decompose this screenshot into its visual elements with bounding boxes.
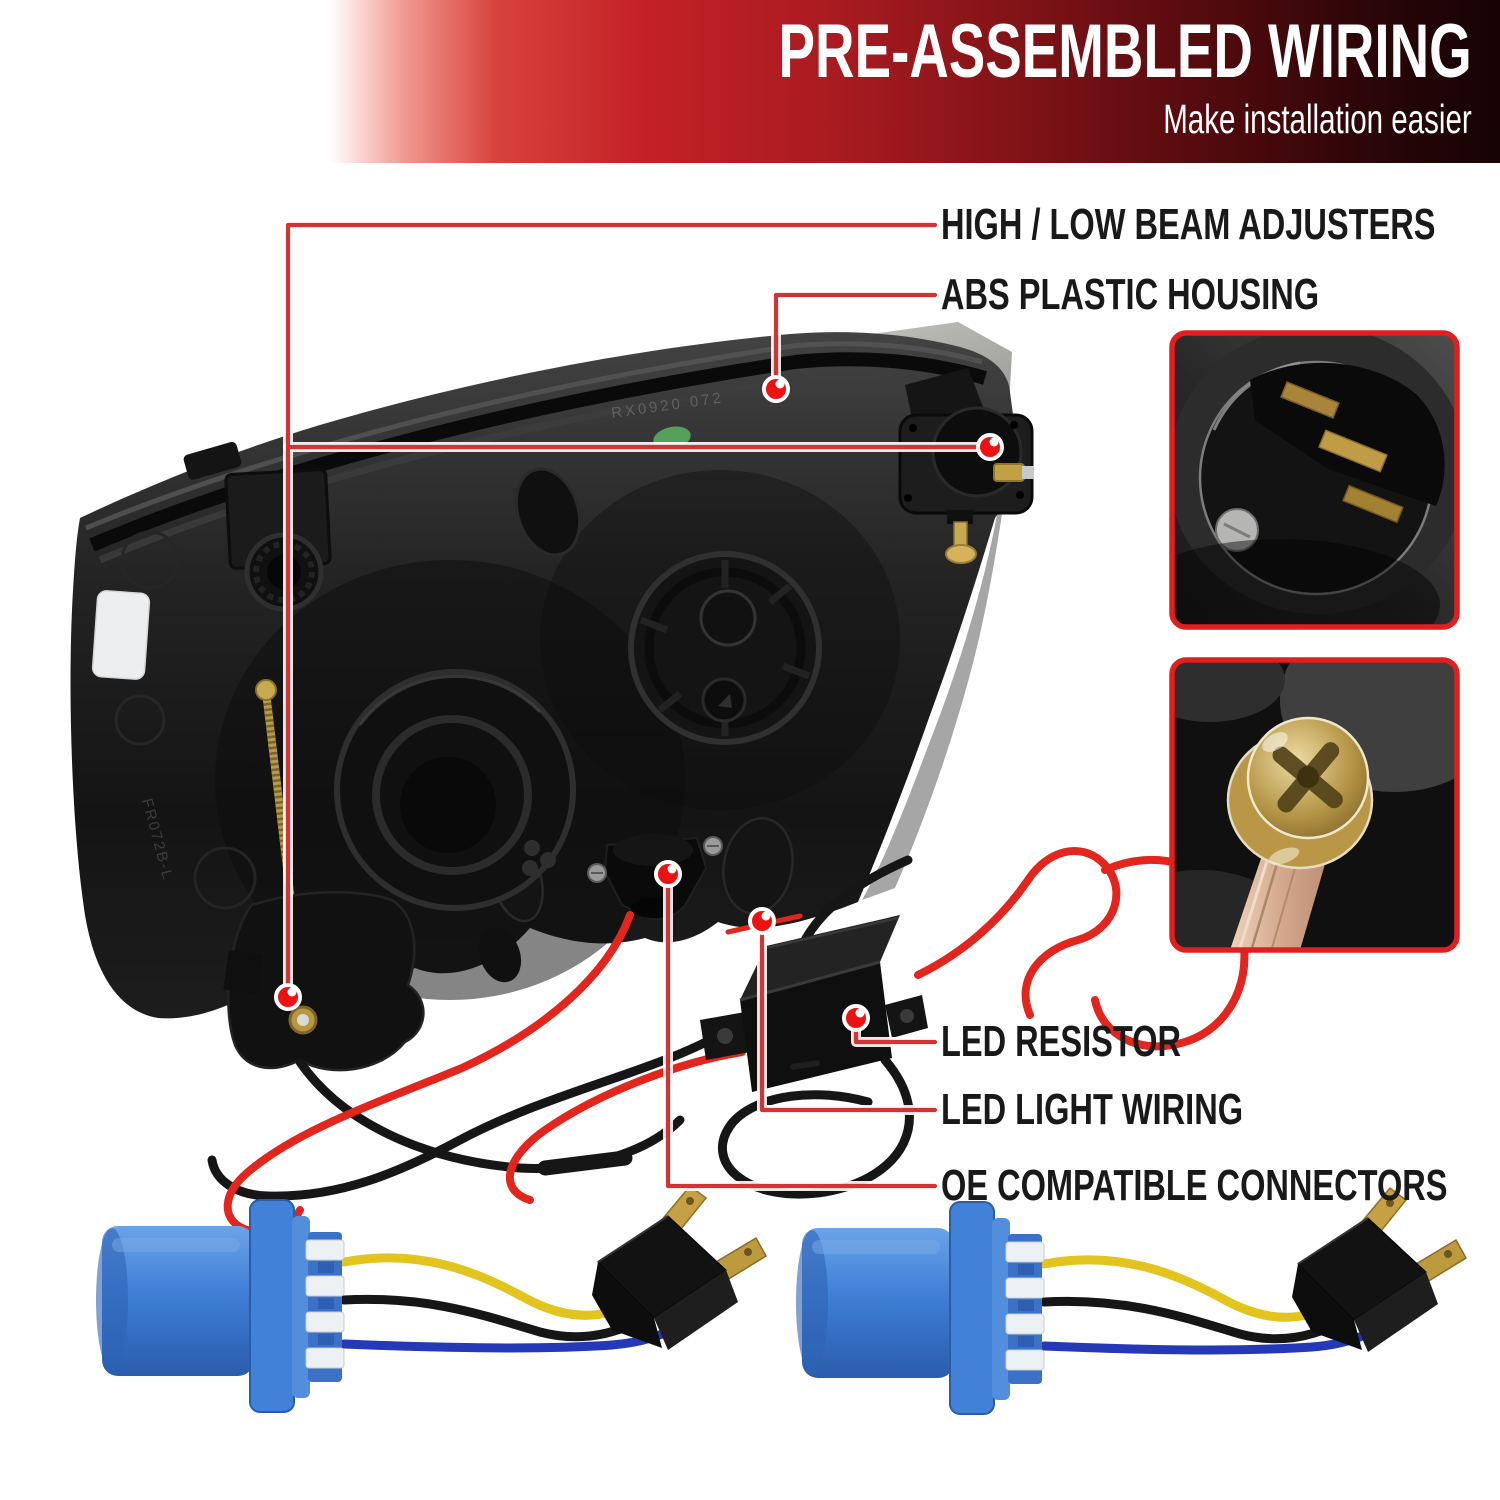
dot-oe-connector [654, 860, 682, 888]
line-high-low-beam [285, 222, 938, 1000]
line-abs-housing [773, 292, 938, 392]
callout-dots [274, 375, 1004, 1032]
dot-high-beam-adjuster [976, 433, 1004, 461]
inset-connector-closeup [1169, 330, 1460, 630]
callout-label-led-resistor: LED RESISTOR [941, 1017, 1182, 1066]
adapter-harness [96, 1184, 768, 1413]
inset-screw-closeup [1169, 657, 1460, 953]
lower-left-adjuster [223, 890, 425, 1072]
black-h4-connector [592, 1184, 768, 1350]
page-subtitle: Make installation easier [1163, 96, 1472, 142]
page-title: PRE-ASSEMBLED WIRING [778, 9, 1472, 94]
headlight-photo: RX0920 072 FR072B-L [70, 322, 1034, 1072]
callout-label-led-light-wiring: LED LIGHT WIRING [941, 1085, 1244, 1134]
dot-low-beam-adjuster [274, 983, 302, 1011]
callout-label-oe-compatible-connectors: OE COMPATIBLE CONNECTORS [941, 1161, 1448, 1210]
led-resistor-box [700, 915, 928, 1092]
dot-led-resistor [842, 1004, 870, 1032]
high-beam-cap [628, 551, 822, 745]
line-oe-connectors [665, 871, 938, 1189]
callout-label-abs-plastic-housing: ABS PLASTIC HOUSING [941, 270, 1320, 319]
low-beam-cap [334, 669, 576, 911]
header-banner: PRE-ASSEMBLED WIRING Make installation e… [0, 0, 1500, 163]
line-led-light-wiring [759, 918, 938, 1113]
callout-label-high-low-beam-adjusters: HIGH / LOW BEAM ADJUSTERS [941, 200, 1436, 249]
housing-screws [587, 836, 723, 883]
dot-led-wiring [748, 907, 776, 935]
blue-9007-connector [96, 1199, 345, 1413]
dot-abs-housing [762, 375, 790, 403]
housing-sticker [91, 590, 151, 680]
